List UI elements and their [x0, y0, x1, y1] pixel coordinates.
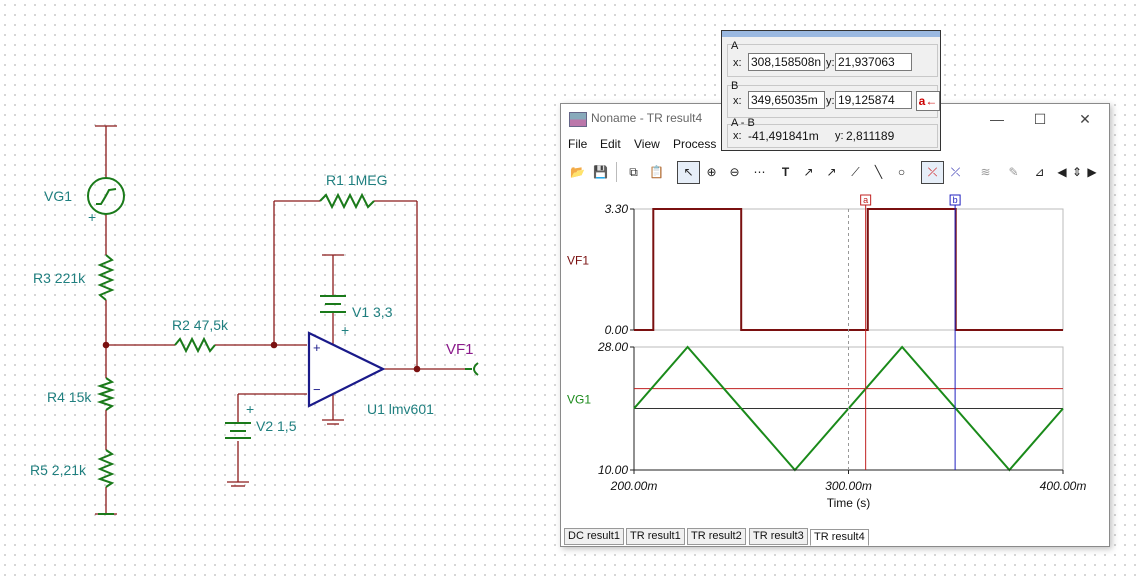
window-title: Noname - TR result4 — [591, 111, 703, 125]
cursor-diff-label: A - B — [731, 117, 755, 129]
cursor-a-x-label: x: — [733, 57, 742, 69]
paste-icon[interactable]: 📋 — [649, 165, 664, 179]
grid-icon[interactable]: ⋯ — [753, 165, 766, 179]
tab-tr-result4[interactable]: TR result4 — [810, 529, 869, 546]
cursor-diff-y-label: y: — [835, 130, 844, 142]
svg-text:+: + — [313, 340, 321, 355]
cursor-b-label: B — [731, 80, 739, 92]
cursor-b-icon[interactable]: ⤫ — [950, 165, 961, 179]
corner-icon[interactable]: ⊿ — [1034, 165, 1045, 179]
x-tick-label: 400.00m — [1040, 479, 1087, 493]
app-icon — [569, 112, 587, 127]
cursor-diff-x-label: x: — [733, 130, 742, 142]
line-icon[interactable]: ╲ — [874, 165, 883, 179]
r3-label: R3 221k — [33, 270, 86, 286]
tab-dc-result1[interactable]: DC result1 — [564, 528, 624, 545]
x-tick-label: 200.00m — [610, 479, 658, 493]
close-button[interactable]: ✕ — [1079, 111, 1091, 127]
cursor-a-marker — [860, 194, 872, 206]
y-tick-label: 0.00 — [605, 323, 629, 337]
save-icon[interactable]: 💾 — [593, 165, 608, 179]
maximize-button[interactable]: ☐ — [1033, 111, 1047, 127]
circuit-schematic: + − VG1 + R3 221k R4 15k R5 2,21k R2 47,… — [30, 125, 479, 515]
y-tick-label: 3.30 — [605, 202, 629, 216]
v2-plus: + — [246, 401, 254, 417]
cursor-diff-x-value: -41,491841m — [748, 129, 819, 143]
series-label-vf1: VF1 — [567, 254, 589, 268]
menu-bar: File Edit View Process — [561, 134, 1109, 154]
copy-icon[interactable]: ⧉ — [629, 165, 638, 179]
cursor-a-marker-label: a — [863, 195, 868, 205]
menu-edit[interactable]: Edit — [600, 137, 621, 151]
cursor-diff-y-value: 2,811189 — [846, 129, 895, 143]
scroll-left-icon[interactable]: ◀ — [1057, 165, 1067, 179]
menu-process[interactable]: Process — [673, 137, 717, 151]
zoom-in-icon[interactable]: ⊕ — [706, 165, 717, 179]
v1-label: V1 3,3 — [352, 304, 393, 320]
label-3-icon[interactable]: ⟋ — [851, 165, 860, 179]
opamp-u1 — [307, 331, 386, 408]
v2-label: V2 1,5 — [256, 418, 297, 434]
tab-tr-result3[interactable]: TR result3 — [749, 528, 808, 545]
menu-file[interactable]: File — [568, 137, 588, 151]
cursor-b-x-field[interactable] — [748, 91, 825, 109]
v1-plus: + — [341, 322, 349, 338]
swap-cursor-button[interactable]: a← — [916, 91, 940, 111]
cursor-b-marker — [949, 194, 961, 206]
minimize-button[interactable]: — — [990, 111, 1004, 127]
toolbar: 📂 💾 ⧉ 📋 ↖ ⊕ ⊖ ⋯ T ↗ ↗ ⟋ ╲ ○ ⤫ ⤫ ≋ ✎ ⊿ ◀ … — [564, 160, 1104, 186]
svg-text:−: − — [313, 382, 321, 397]
zoom-100-icon[interactable]: ⊖ — [729, 165, 740, 179]
series-label-vg1: VG1 — [567, 393, 591, 407]
vg1-label: VG1 — [44, 188, 72, 204]
circle-icon[interactable]: ○ — [897, 165, 906, 179]
r4-label: R4 15k — [47, 389, 92, 405]
vg1-plus: + — [88, 209, 96, 225]
cursor-b-marker-label: b — [953, 195, 958, 205]
cursor-b-y-label: y: — [826, 95, 835, 107]
tab-tr-result1[interactable]: TR result1 — [626, 528, 685, 545]
wave-icon[interactable]: ≋ — [980, 165, 991, 179]
cursor-a-y-field[interactable] — [835, 53, 912, 71]
tab-tr-result2[interactable]: TR result2 — [687, 528, 746, 545]
u1-label: U1 lmv601 — [367, 401, 434, 417]
series-line-vf1 — [634, 208, 1063, 331]
cursor-a-y-label: y: — [826, 57, 835, 69]
r2-label: R2 47,5k — [172, 317, 229, 333]
x-tick-label: 300.00m — [825, 479, 872, 493]
tr-result-window: Noname - TR result4 — ☐ ✕ File Edit View… — [560, 103, 1110, 547]
x-axis-title: Time (s) — [827, 496, 871, 510]
scroll-up-down-icon[interactable]: ⇕ — [1071, 165, 1083, 179]
cursor-a-group — [727, 44, 938, 77]
menu-view[interactable]: View — [634, 137, 660, 151]
cursor-readout-panel: A x: y: B x: y: a← A - B x: -41,491841m … — [721, 30, 941, 151]
cursor-a-label: A — [731, 40, 739, 52]
scroll-right-icon[interactable]: ▶ — [1087, 165, 1097, 179]
cursor-a-icon[interactable]: ⤫ — [921, 161, 944, 184]
y-tick-label: 28.00 — [597, 340, 628, 354]
cursor-b-y-field[interactable] — [835, 91, 912, 109]
r1-label: R1 1MEG — [326, 172, 387, 188]
pointer-icon[interactable]: ↖ — [677, 161, 700, 184]
r5-label: R5 2,21k — [30, 462, 87, 478]
open-icon[interactable]: 📂 — [570, 165, 585, 179]
y-tick-label: 10.00 — [598, 463, 628, 477]
label-2-icon[interactable]: ↗ — [826, 165, 837, 179]
label-icon[interactable]: ↗ — [803, 165, 814, 179]
cursor-panel-header[interactable] — [722, 31, 940, 37]
cursor-diff-group — [727, 124, 938, 148]
cursor-b-x-label: x: — [733, 95, 742, 107]
vf1-node-label: VF1 — [446, 341, 474, 358]
text-icon[interactable]: T — [781, 165, 790, 179]
cursor-a-x-field[interactable] — [748, 53, 825, 71]
pen-icon[interactable]: ✎ — [1008, 165, 1019, 179]
